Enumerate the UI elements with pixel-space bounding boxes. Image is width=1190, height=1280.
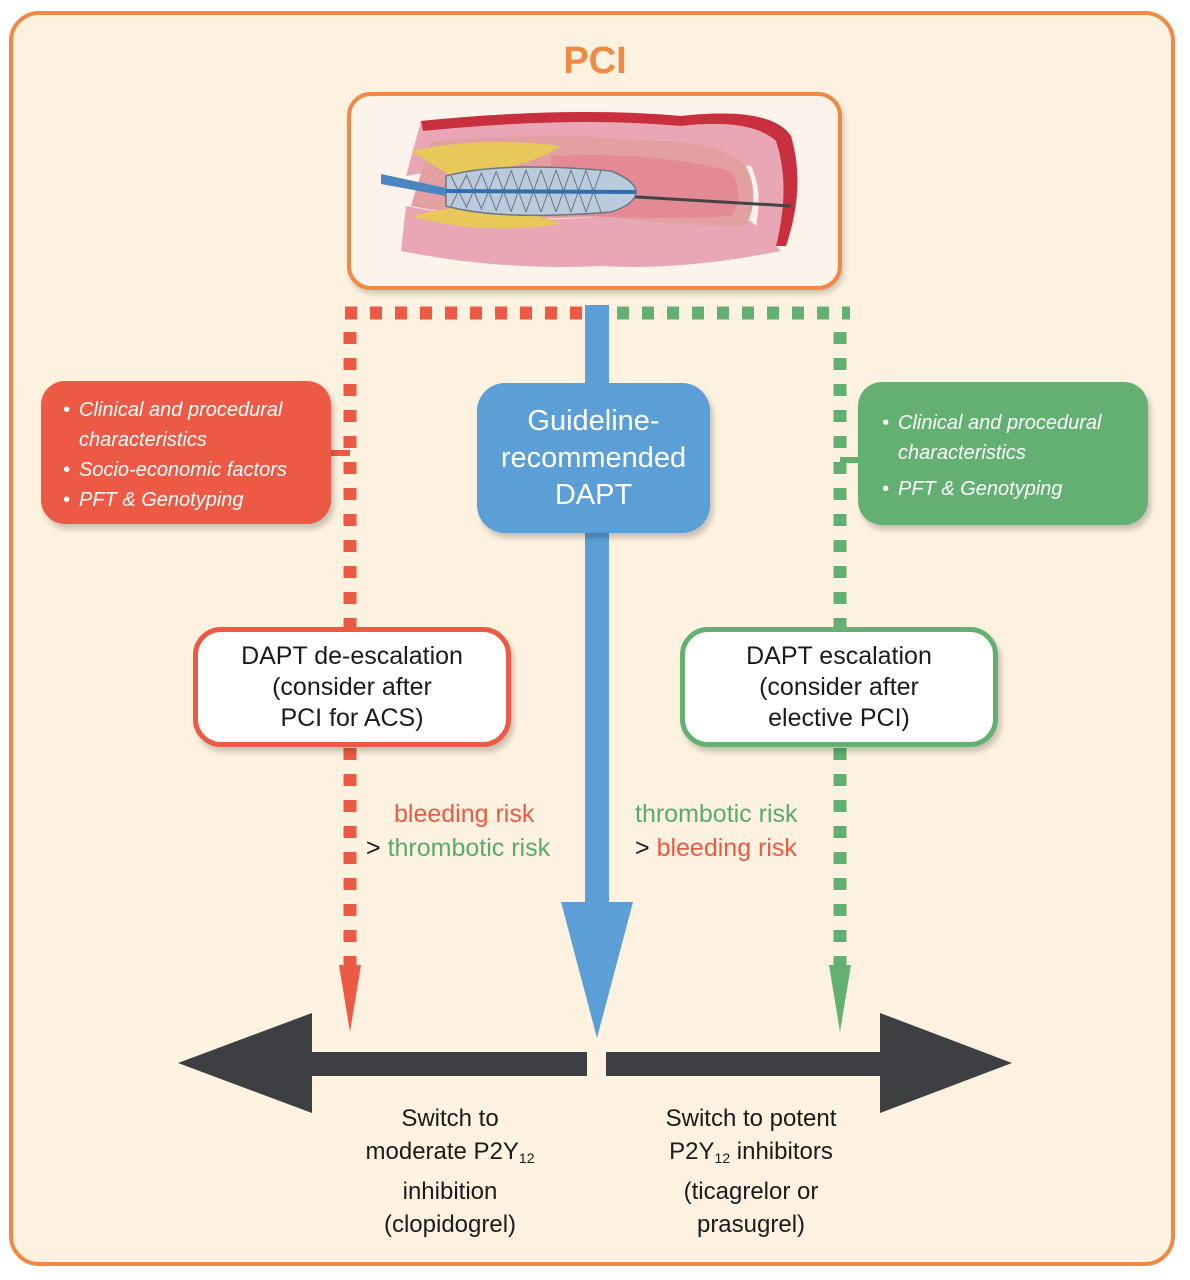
deescalation-line-1: DAPT de-escalation: [241, 641, 463, 670]
outcome-moderate: Switch to moderate P2Y12 inhibition (clo…: [340, 1102, 560, 1241]
outcome-line: P2Y12 inhibitors: [669, 1138, 833, 1166]
coronary-stent-icon: [381, 112, 798, 267]
outcome-line: inhibition: [402, 1178, 498, 1205]
factor-item: PFT & Genotyping: [880, 474, 1138, 504]
escalation-factors-box: Clinical and procedural characteristics …: [858, 382, 1148, 525]
potent-inhibition-arrow: [606, 1013, 1012, 1113]
factor-item: Socio-economic factors: [61, 455, 319, 485]
guideline-arrowhead-icon: [561, 902, 633, 1038]
outcome-line: prasugrel): [696, 1211, 806, 1238]
risk-bleeding: bleeding risk: [656, 834, 797, 862]
deescalation-arrowhead-icon: [339, 965, 361, 1032]
escalation-line-1: DAPT escalation: [746, 641, 932, 670]
escalation-risk-label: thrombotic risk > bleeding risk: [635, 797, 798, 865]
deescalation-line-3: PCI for ACS): [280, 703, 424, 732]
guideline-line-1: Guideline-: [527, 404, 660, 437]
risk-thrombotic: thrombotic risk: [387, 834, 551, 862]
outcome-line: Switch to: [401, 1105, 499, 1132]
outcome-line: moderate P2Y12: [365, 1138, 535, 1166]
factor-item: PFT & Genotyping: [61, 485, 319, 515]
factor-item: Clinical and procedural characteristics: [880, 408, 1138, 468]
risk-thrombotic: thrombotic risk: [635, 800, 798, 828]
escalation-arrowhead-icon: [829, 965, 851, 1032]
outcome-line: (ticagrelor or: [683, 1178, 819, 1205]
deescalation-line-2: (consider after: [272, 672, 432, 701]
deescalation-factors-box: Clinical and procedural characteristics …: [41, 381, 331, 524]
escalation-line-2: (consider after: [759, 672, 919, 701]
risk-operator: >: [635, 834, 650, 862]
risk-operator: >: [366, 834, 381, 862]
stent-illustration-box: [347, 92, 842, 290]
diagram-title: PCI: [563, 40, 627, 82]
escalation-box: DAPT escalation (consider after elective…: [680, 627, 998, 747]
guideline-line-3: DAPT: [554, 478, 633, 511]
moderate-inhibition-arrow: [178, 1013, 587, 1113]
risk-bleeding: bleeding risk: [394, 800, 535, 828]
deescalation-box: DAPT de-escalation (consider after PCI f…: [193, 627, 511, 747]
outcome-line: (clopidogrel): [383, 1211, 517, 1238]
guideline-dapt-box: Guideline- recommended DAPT: [477, 383, 710, 533]
factor-item: Clinical and procedural characteristics: [61, 395, 319, 455]
deescalation-risk-label: bleeding risk > thrombotic risk: [366, 797, 550, 865]
guideline-line-2: recommended: [500, 441, 687, 474]
outcome-potent: Switch to potent P2Y12 inhibitors (ticag…: [626, 1102, 876, 1241]
escalation-line-3: elective PCI): [768, 703, 910, 732]
outcome-line: Switch to potent: [665, 1105, 837, 1132]
